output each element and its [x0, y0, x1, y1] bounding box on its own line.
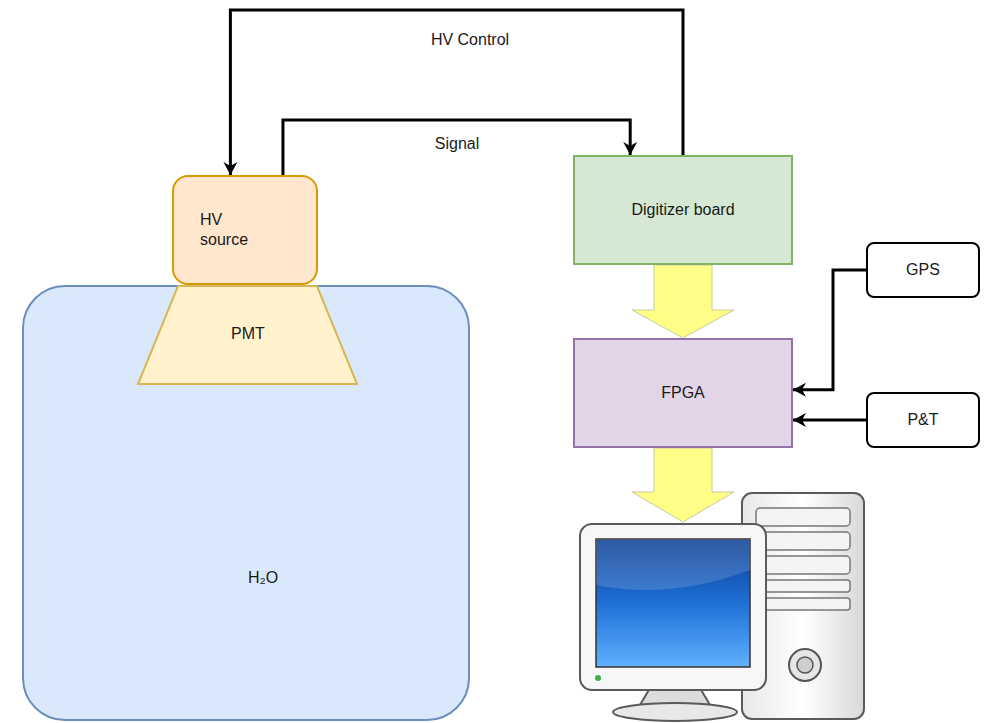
node-label: Digitizer board — [631, 200, 734, 220]
connector-arrow — [230, 10, 683, 175]
node-label: P&T — [907, 410, 938, 430]
node-label: HV source — [200, 210, 264, 250]
digitizer-box: Digitizer board — [573, 155, 793, 265]
edge-label: HV Control — [430, 26, 510, 53]
node-label: H₂O — [248, 568, 278, 588]
connector-arrow — [793, 418, 866, 421]
fpga-box: FPGA — [573, 338, 793, 448]
pt-box: P&T — [866, 392, 980, 448]
hv-source-box: HV source — [172, 175, 318, 285]
water-tank: H₂O PMT — [22, 285, 470, 721]
edge-label: Signal — [417, 130, 497, 157]
node-label: GPS — [906, 260, 940, 280]
node-label: PMT — [231, 324, 265, 344]
block-arrow — [632, 265, 734, 338]
gps-box: GPS — [866, 242, 980, 298]
pmt: PMT — [137, 285, 358, 385]
node-label: FPGA — [661, 383, 705, 403]
connector-arrow — [793, 270, 866, 390]
computer-icon — [580, 493, 864, 721]
block-arrow — [632, 448, 734, 522]
